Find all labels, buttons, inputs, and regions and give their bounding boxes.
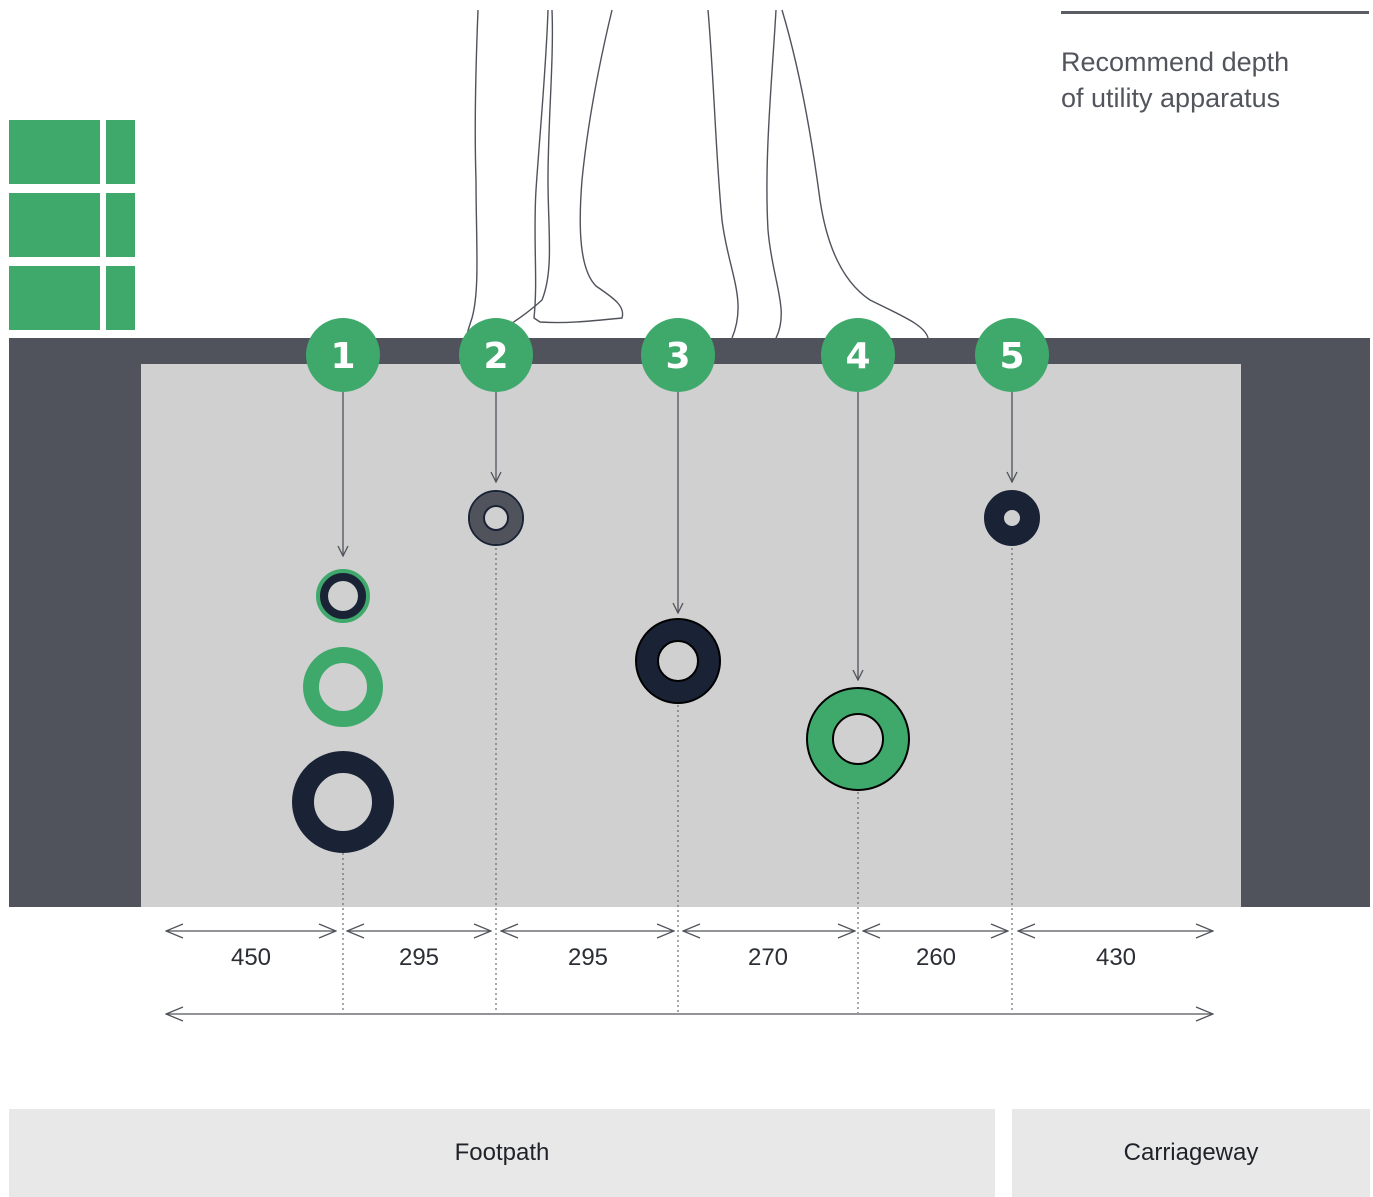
dimension-label-4: 270 xyxy=(747,944,789,971)
dimension-arrows xyxy=(166,931,1213,1014)
utility-1-duct-large xyxy=(292,751,394,853)
utility-5-number: 5 xyxy=(999,336,1024,377)
wall-block xyxy=(106,266,135,330)
wall-block xyxy=(106,120,135,184)
utility-4-duct-outline xyxy=(806,687,910,791)
utility-depth-diagram: 1 2 3 4 5 xyxy=(9,9,1370,1100)
utility-2: 2 xyxy=(459,318,533,1013)
dimension-label-2: 295 xyxy=(398,944,440,971)
utility-2-duct-inner-outline xyxy=(483,505,509,531)
utility-2-duct-outline xyxy=(468,490,524,546)
wall-block xyxy=(106,193,135,257)
dimension-label-6: 430 xyxy=(1095,944,1137,971)
utility-4-duct xyxy=(807,688,909,790)
utility-1-badge xyxy=(306,318,380,392)
dimension-label-1: 450 xyxy=(230,944,272,971)
utility-1: 1 xyxy=(292,318,394,1013)
utility-1-duct-small-core xyxy=(320,573,366,619)
pedestrian-legs-illustration xyxy=(466,9,929,339)
utility-3-badge xyxy=(641,318,715,392)
legend-rule xyxy=(1061,11,1369,14)
utility-2-badge xyxy=(459,318,533,392)
wall-block xyxy=(9,193,100,257)
legend-title: Recommend depth of utility apparatus xyxy=(1061,44,1361,116)
wall-block xyxy=(9,120,100,184)
utility-2-duct xyxy=(470,492,522,544)
utility-3-duct xyxy=(636,619,720,703)
dimension-label-3: 295 xyxy=(567,944,609,971)
utility-3: 3 xyxy=(635,318,721,1013)
legend-title-line-1: Recommend depth xyxy=(1061,47,1290,77)
utility-4: 4 xyxy=(806,318,910,1013)
wall-block xyxy=(9,266,100,330)
utility-5: 5 xyxy=(975,318,1049,1013)
carriageway-label: Carriageway xyxy=(1123,1139,1259,1166)
legend-title-line-2: of utility apparatus xyxy=(1061,83,1281,113)
utility-1-number: 1 xyxy=(330,336,355,377)
utility-3-duct-inner-outline xyxy=(657,640,699,682)
footpath-label: Footpath xyxy=(454,1139,550,1166)
utility-5-duct xyxy=(984,490,1040,546)
utility-5-badge xyxy=(975,318,1049,392)
utility-3-duct-outline xyxy=(635,618,721,704)
footpath-zone: Footpath xyxy=(9,1109,995,1197)
utility-4-number: 4 xyxy=(845,336,870,377)
utility-2-number: 2 xyxy=(483,336,508,377)
utility-3-number: 3 xyxy=(665,336,690,377)
utility-4-duct-inner-outline xyxy=(832,713,884,765)
utility-4-badge xyxy=(821,318,895,392)
utility-1-duct-medium xyxy=(303,647,383,727)
carriageway-zone: Carriageway xyxy=(1012,1109,1370,1197)
dimension-label-5: 260 xyxy=(915,944,957,971)
